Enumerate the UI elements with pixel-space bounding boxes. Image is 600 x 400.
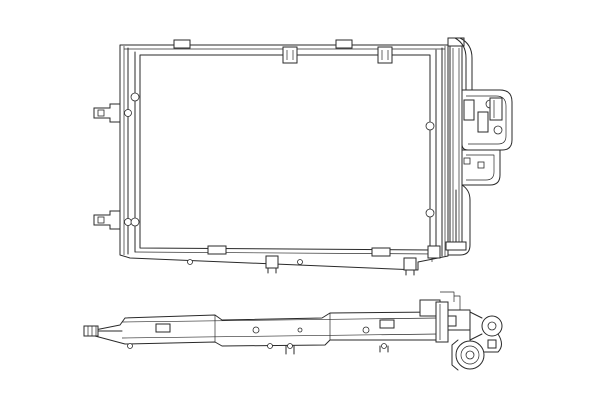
side-mounts	[127, 319, 395, 355]
bottom-mounting-tabs	[207, 245, 441, 276]
bottom-clip-end	[427, 245, 441, 262]
side-view-body	[94, 311, 441, 347]
side-right-fitting	[419, 291, 503, 371]
top-bracket-right	[377, 46, 393, 64]
condenser-core	[139, 54, 431, 251]
condenser-outer-frame	[119, 44, 449, 271]
top-mounting-tabs	[173, 39, 393, 64]
receiver-dryer	[445, 37, 467, 251]
right-side-tank	[435, 46, 446, 257]
mounting-bracket	[93, 103, 121, 123]
mounting-bracket	[93, 210, 121, 230]
grommets	[124, 92, 435, 265]
side-view	[83, 291, 503, 371]
front-view	[93, 37, 513, 276]
bottom-clip-right	[403, 257, 417, 276]
top-bracket-left	[282, 46, 298, 64]
pipe-fitting	[447, 37, 513, 256]
bottom-clip-left	[265, 255, 279, 274]
side-left-connector	[83, 325, 123, 337]
